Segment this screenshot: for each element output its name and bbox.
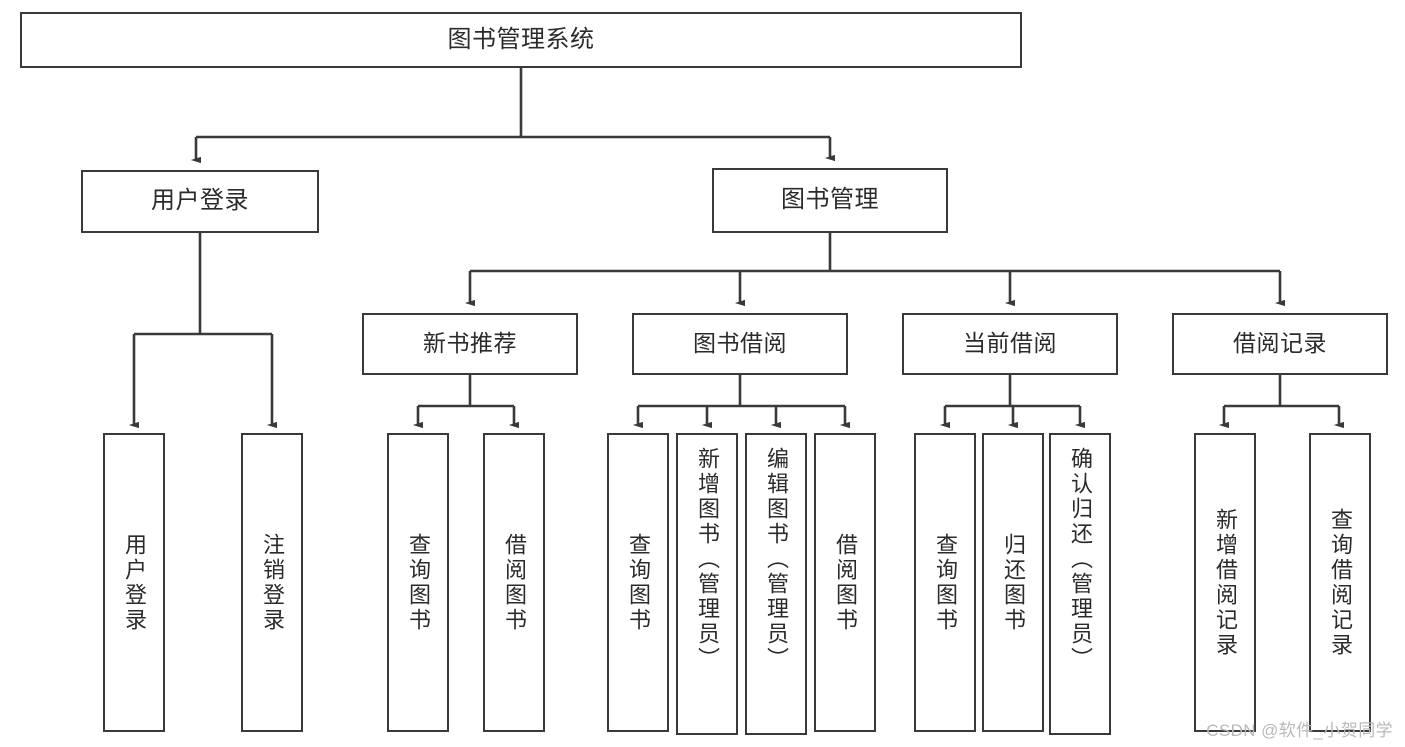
node-leaf-borrow-book-2[interactable]: 借阅图书 — [814, 433, 876, 732]
node-current-borrow[interactable]: 当前借阅 — [902, 313, 1118, 375]
node-leaf-query-book-1[interactable]: 查询图书 — [387, 433, 449, 732]
node-leaf-logout[interactable]: 注销登录 — [241, 433, 303, 732]
node-leaf-logout-label: 注销登录 — [259, 532, 285, 633]
node-leaf-query-book-2[interactable]: 查询图书 — [607, 433, 669, 732]
node-root[interactable]: 图书管理系统 — [20, 12, 1022, 68]
node-leaf-user-login-label: 用户登录 — [121, 532, 147, 633]
node-leaf-borrow-book-1[interactable]: 借阅图书 — [483, 433, 545, 732]
node-borrow-record-label: 借阅记录 — [1233, 330, 1327, 357]
node-new-book-rec[interactable]: 新书推荐 — [362, 313, 578, 375]
node-user-login-label: 用户登录 — [151, 187, 249, 215]
node-leaf-borrow-book-2-label: 借阅图书 — [832, 532, 858, 633]
node-leaf-query-record[interactable]: 查询借阅记录 — [1309, 433, 1371, 732]
node-leaf-borrow-book-1-label: 借阅图书 — [501, 532, 527, 633]
node-book-manage[interactable]: 图书管理 — [712, 168, 948, 233]
node-leaf-return-book-label: 归还图书 — [1000, 532, 1026, 633]
node-leaf-return-book[interactable]: 归还图书 — [982, 433, 1044, 732]
node-borrow-record[interactable]: 借阅记录 — [1172, 313, 1388, 375]
node-leaf-query-book-2-label: 查询图书 — [625, 532, 651, 633]
node-user-login[interactable]: 用户登录 — [81, 170, 319, 233]
node-leaf-user-login[interactable]: 用户登录 — [103, 433, 165, 732]
node-leaf-confirm-return[interactable]: 确认归还（管理员） — [1049, 433, 1111, 735]
node-book-manage-label: 图书管理 — [781, 186, 879, 214]
node-leaf-confirm-return-label: 确认归还（管理员） — [1067, 447, 1093, 672]
node-current-borrow-label: 当前借阅 — [963, 330, 1057, 357]
node-leaf-add-book[interactable]: 新增图书（管理员） — [676, 433, 738, 735]
node-leaf-query-record-label: 查询借阅记录 — [1327, 507, 1353, 658]
node-new-book-rec-label: 新书推荐 — [423, 330, 517, 357]
node-leaf-query-book-3[interactable]: 查询图书 — [914, 433, 976, 732]
node-leaf-query-book-1-label: 查询图书 — [405, 532, 431, 633]
node-book-borrow-label: 图书借阅 — [693, 330, 787, 357]
node-leaf-edit-book[interactable]: 编辑图书（管理员） — [745, 433, 807, 735]
node-leaf-edit-book-label: 编辑图书（管理员） — [763, 447, 789, 672]
node-root-label: 图书管理系统 — [447, 25, 595, 53]
node-leaf-query-book-3-label: 查询图书 — [932, 532, 958, 633]
node-leaf-add-record-label: 新增借阅记录 — [1212, 507, 1238, 658]
node-leaf-add-book-label: 新增图书（管理员） — [694, 447, 720, 672]
node-leaf-add-record[interactable]: 新增借阅记录 — [1194, 433, 1256, 732]
node-book-borrow[interactable]: 图书借阅 — [632, 313, 848, 375]
